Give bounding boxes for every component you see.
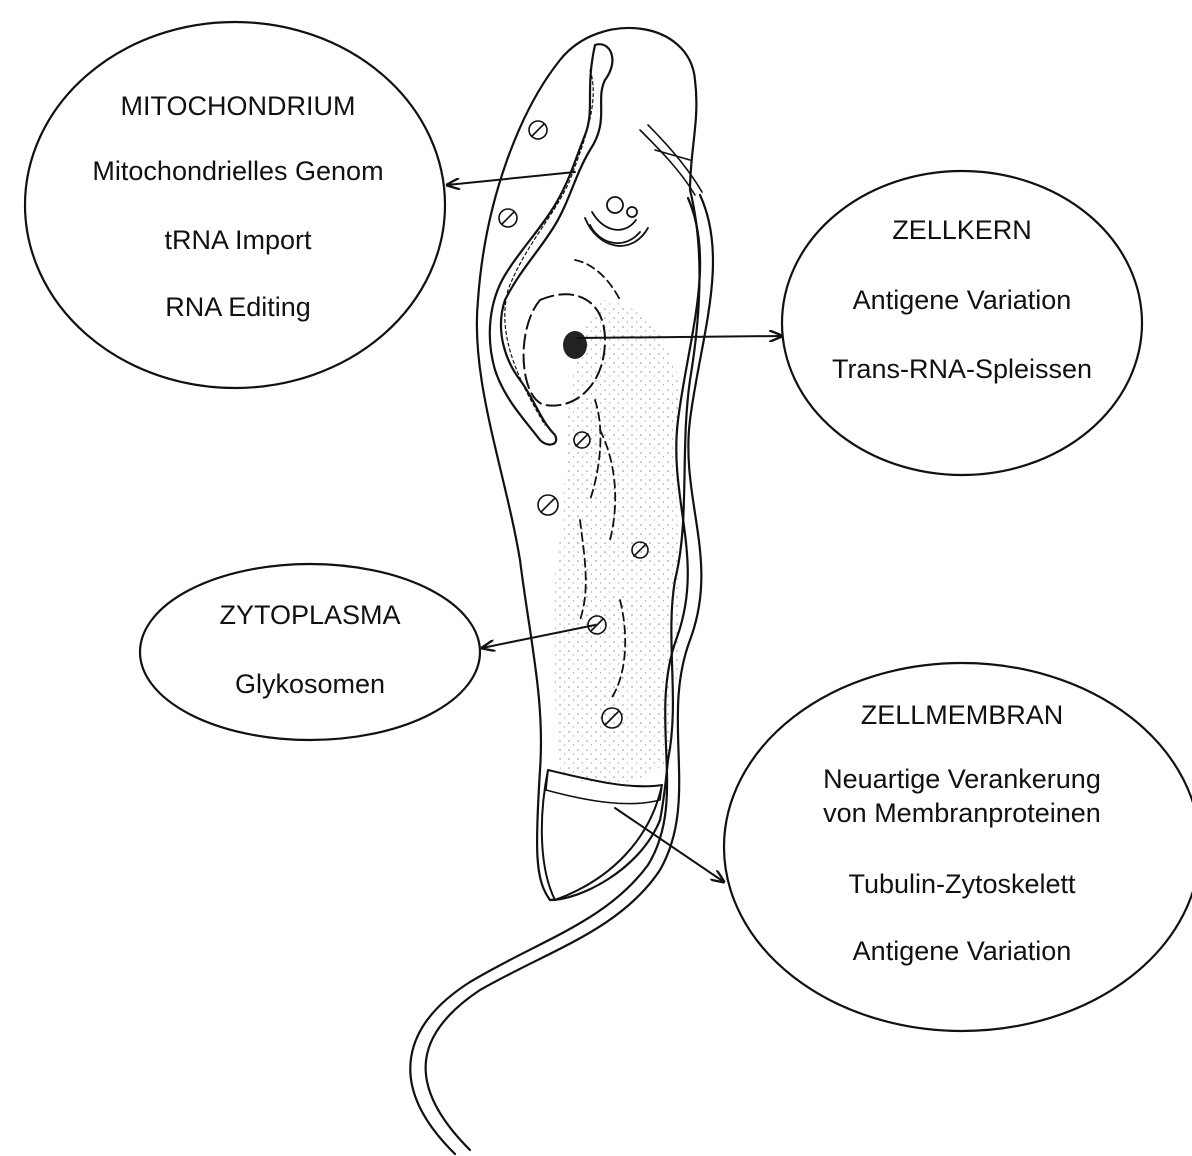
callout-line: RNA Editing (165, 292, 311, 322)
glycosome (529, 121, 547, 139)
callout-mitochondrium: MITOCHONDRIUM Mitochondrielles Genom tRN… (25, 22, 445, 388)
callout-line: von Membranproteinen (823, 798, 1101, 828)
callout-line: Antigene Variation (853, 285, 1072, 315)
glycosome (538, 495, 558, 515)
nucleolus (563, 331, 587, 359)
callout-line: Trans-RNA-Spleissen (832, 354, 1092, 384)
callout-line: Antigene Variation (853, 936, 1072, 966)
callout-title: ZELLKERN (892, 215, 1032, 245)
callout-line: Tubulin-Zytoskelett (848, 869, 1076, 899)
trypanosome-cell (410, 28, 713, 1154)
arrow-zellmembran (615, 808, 724, 882)
callout-line: Glykosomen (235, 669, 385, 699)
posterior-hatched-region (542, 770, 662, 900)
callout-title: MITOCHONDRIUM (121, 91, 356, 121)
callout-title: ZYTOPLASMA (219, 600, 400, 630)
callout-zellmembran: ZELLMEMBRAN Neuartige Verankerung von Me… (724, 663, 1192, 1031)
callout-zellkern: ZELLKERN Antigene Variation Trans-RNA-Sp… (782, 171, 1142, 475)
callout-line: tRNA Import (164, 225, 312, 255)
golgi-stack (585, 197, 648, 246)
glycosome (499, 209, 517, 227)
arrow-mitochondrium (447, 172, 575, 185)
callout-title: ZELLMEMBRAN (861, 700, 1064, 730)
callout-line: Neuartige Verankerung (823, 764, 1101, 794)
cytoplasm-shading (552, 300, 681, 784)
callout-zytoplasma: ZYTOPLASMA Glykosomen (140, 564, 480, 740)
callout-line: Mitochondrielles Genom (92, 156, 383, 186)
